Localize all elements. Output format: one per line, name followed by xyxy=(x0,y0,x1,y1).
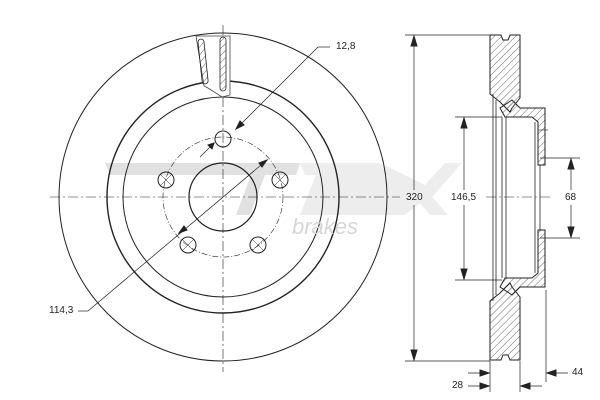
pcd-label: 114,3 xyxy=(49,305,74,316)
watermark-logo xyxy=(105,163,462,215)
bolt-holes xyxy=(157,130,289,254)
watermark-brakes-text: brakes xyxy=(292,214,359,239)
side-view xyxy=(405,34,580,392)
hat-diameter-label: 146,5 xyxy=(451,192,477,203)
wear-indicator xyxy=(195,35,231,98)
outer-diameter-label: 320 xyxy=(406,192,423,203)
center-bore-label: 68 xyxy=(565,192,577,203)
bolt-hole-diameter-label: 12,8 xyxy=(336,41,356,52)
thickness-label: 28 xyxy=(452,380,464,391)
front-view xyxy=(50,25,400,372)
total-height-label: 44 xyxy=(572,367,584,378)
